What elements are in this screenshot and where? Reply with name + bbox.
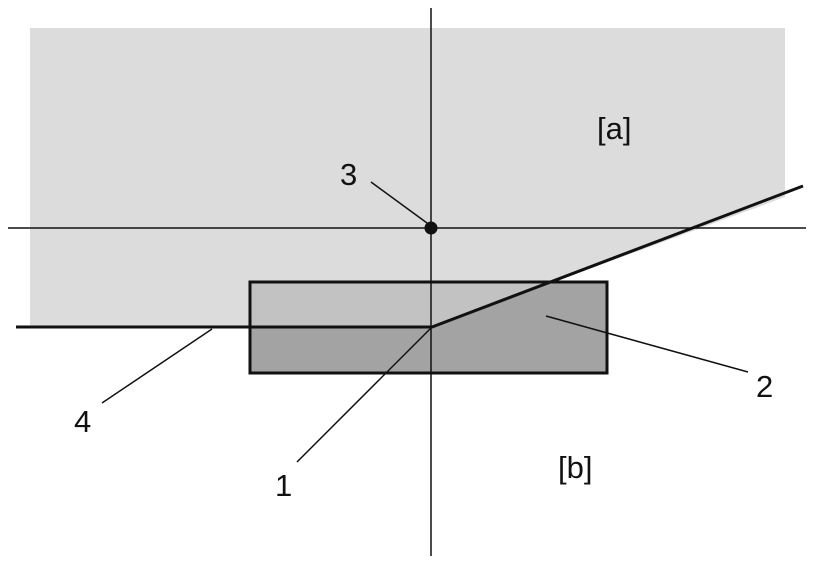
leader-line-4 <box>101 328 213 404</box>
callout-label-4: 4 <box>74 404 91 439</box>
leader-line-2 <box>545 315 749 373</box>
callout-label-3: 3 <box>340 157 357 192</box>
boundary-line <box>16 184 804 329</box>
region-a-fill <box>30 28 785 327</box>
region-a-label: [a] <box>597 111 631 146</box>
leader-line-1 <box>296 327 432 463</box>
point-marker <box>424 221 438 235</box>
callout-label-1: 1 <box>275 468 292 503</box>
region-b-label: [b] <box>558 450 592 485</box>
callout-label-2: 2 <box>756 369 773 404</box>
leader-line-3 <box>370 181 428 224</box>
